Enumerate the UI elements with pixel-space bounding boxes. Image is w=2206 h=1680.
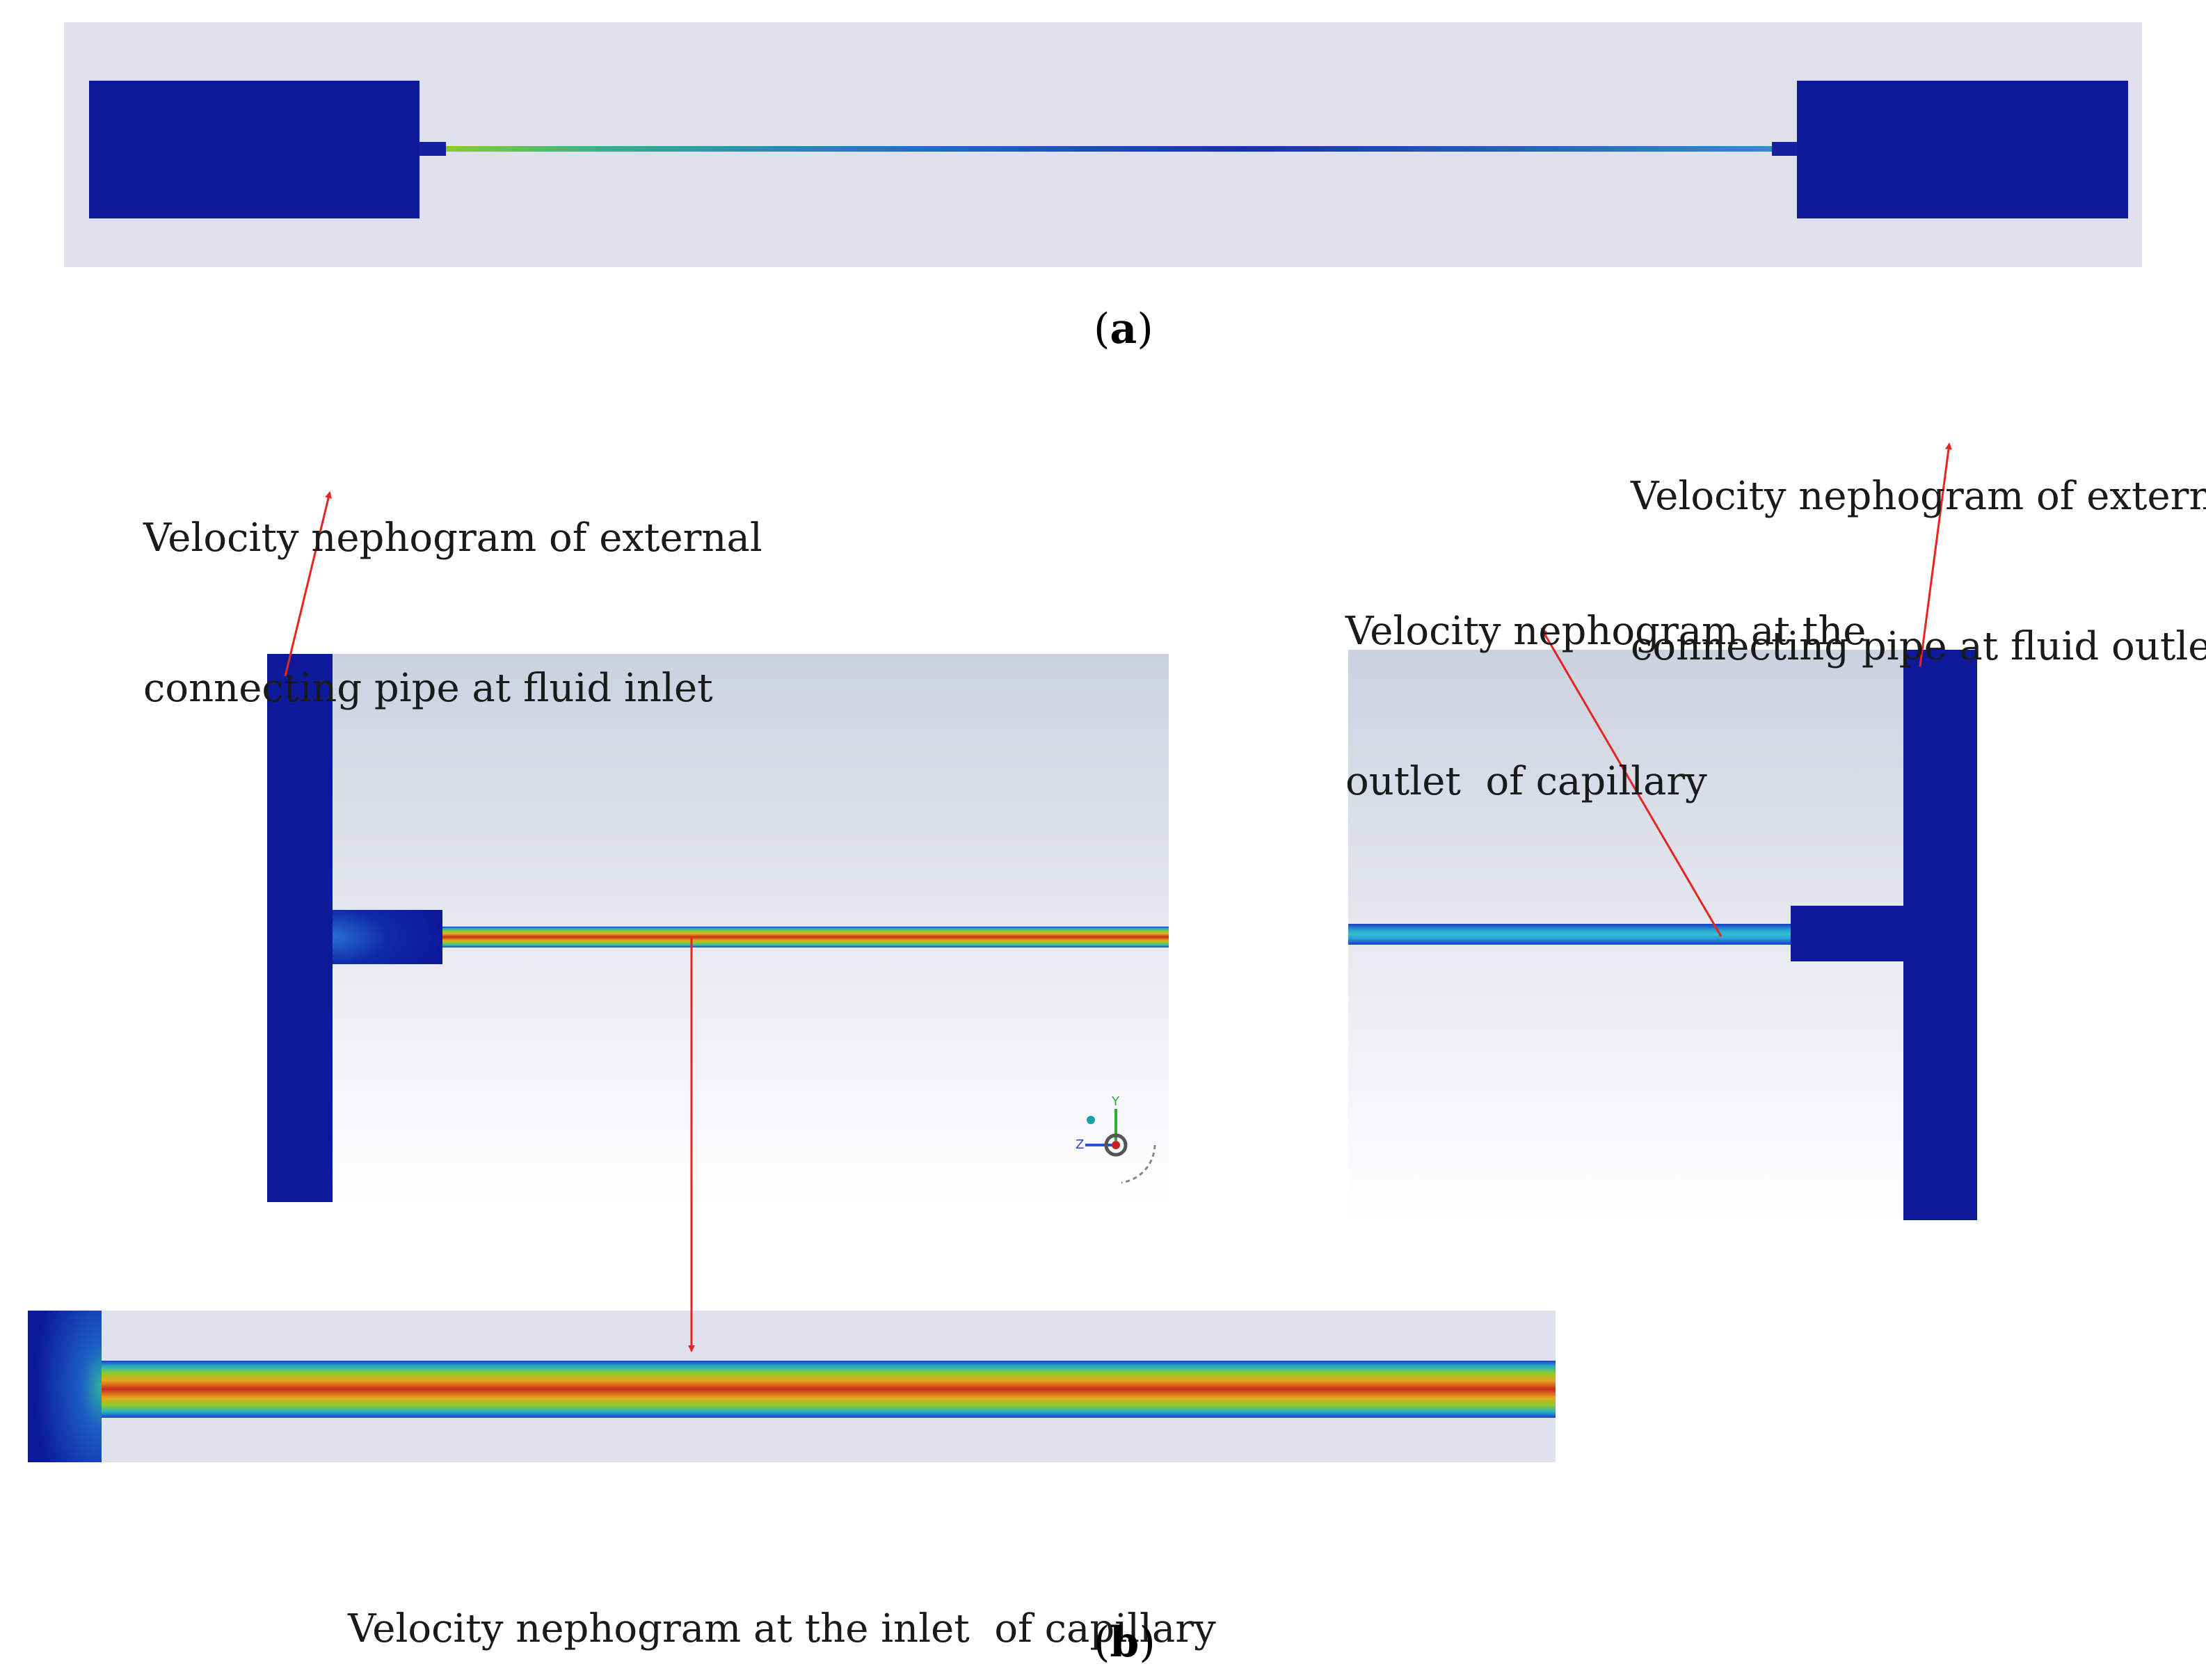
panel-b-inlet-view xyxy=(267,654,1169,1202)
annotation-outlet-capillary-line2: outlet of capillary xyxy=(1345,759,1707,804)
triad-origin-dot xyxy=(1087,1116,1095,1124)
arrow-inlet-external xyxy=(284,491,332,677)
annotation-inlet-external: Velocity nephogram of external connectin… xyxy=(143,413,762,814)
annotation-outlet-external: Velocity nephogram of external connectin… xyxy=(1631,371,2206,772)
annotation-inlet-capillary: Velocity nephogram at the inlet of capil… xyxy=(348,1504,1216,1680)
inlet-external-pipe xyxy=(267,654,333,1202)
arrow-outlet-capillary xyxy=(1540,627,1723,937)
triad-y-label: Y xyxy=(1112,1094,1119,1109)
annotation-outlet-external-line2: connecting pipe at fluid outlet xyxy=(1631,624,2206,669)
outlet-capillary xyxy=(1348,924,1791,945)
inlet-capillary xyxy=(442,927,1169,947)
annotation-inlet-external-line2: connecting pipe at fluid inlet xyxy=(143,666,713,711)
annotation-arrows xyxy=(284,442,1952,1352)
zoom-capillary xyxy=(102,1361,1556,1418)
panel-a-overview xyxy=(64,22,2142,267)
panel-b-capillary-zoom xyxy=(28,1311,1556,1462)
triad-z-label: Z xyxy=(1076,1137,1085,1152)
inlet-connector xyxy=(419,142,446,156)
annotation-inlet-capillary-line1: Velocity nephogram at the inlet of capil… xyxy=(348,1606,1216,1651)
inlet-reservoir xyxy=(89,81,419,218)
caption-b: (b) xyxy=(1094,1618,1156,1667)
capillary-overview xyxy=(446,146,1772,152)
outlet-junction-pipe xyxy=(1791,906,1903,961)
annotation-outlet-capillary-line1: Velocity nephogram at the xyxy=(1345,609,1867,654)
arrow-outlet-external xyxy=(1919,442,1952,667)
panel-b-outlet-view xyxy=(1348,650,1977,1220)
zoom-inlet-pipe xyxy=(28,1311,102,1462)
annotation-outlet-external-line1: Velocity nephogram of external xyxy=(1631,474,2206,519)
outlet-external-pipe xyxy=(1903,650,1977,1220)
axis-triad xyxy=(1085,1109,1156,1184)
inlet-junction-pipe xyxy=(333,910,442,964)
annotation-outlet-capillary: Velocity nephogram at the outlet of capi… xyxy=(1345,506,1866,907)
outlet-reservoir xyxy=(1797,81,2128,218)
annotation-inlet-external-line1: Velocity nephogram of external xyxy=(143,515,762,561)
outlet-connector xyxy=(1772,142,1797,156)
caption-a: (a) xyxy=(1094,305,1153,353)
